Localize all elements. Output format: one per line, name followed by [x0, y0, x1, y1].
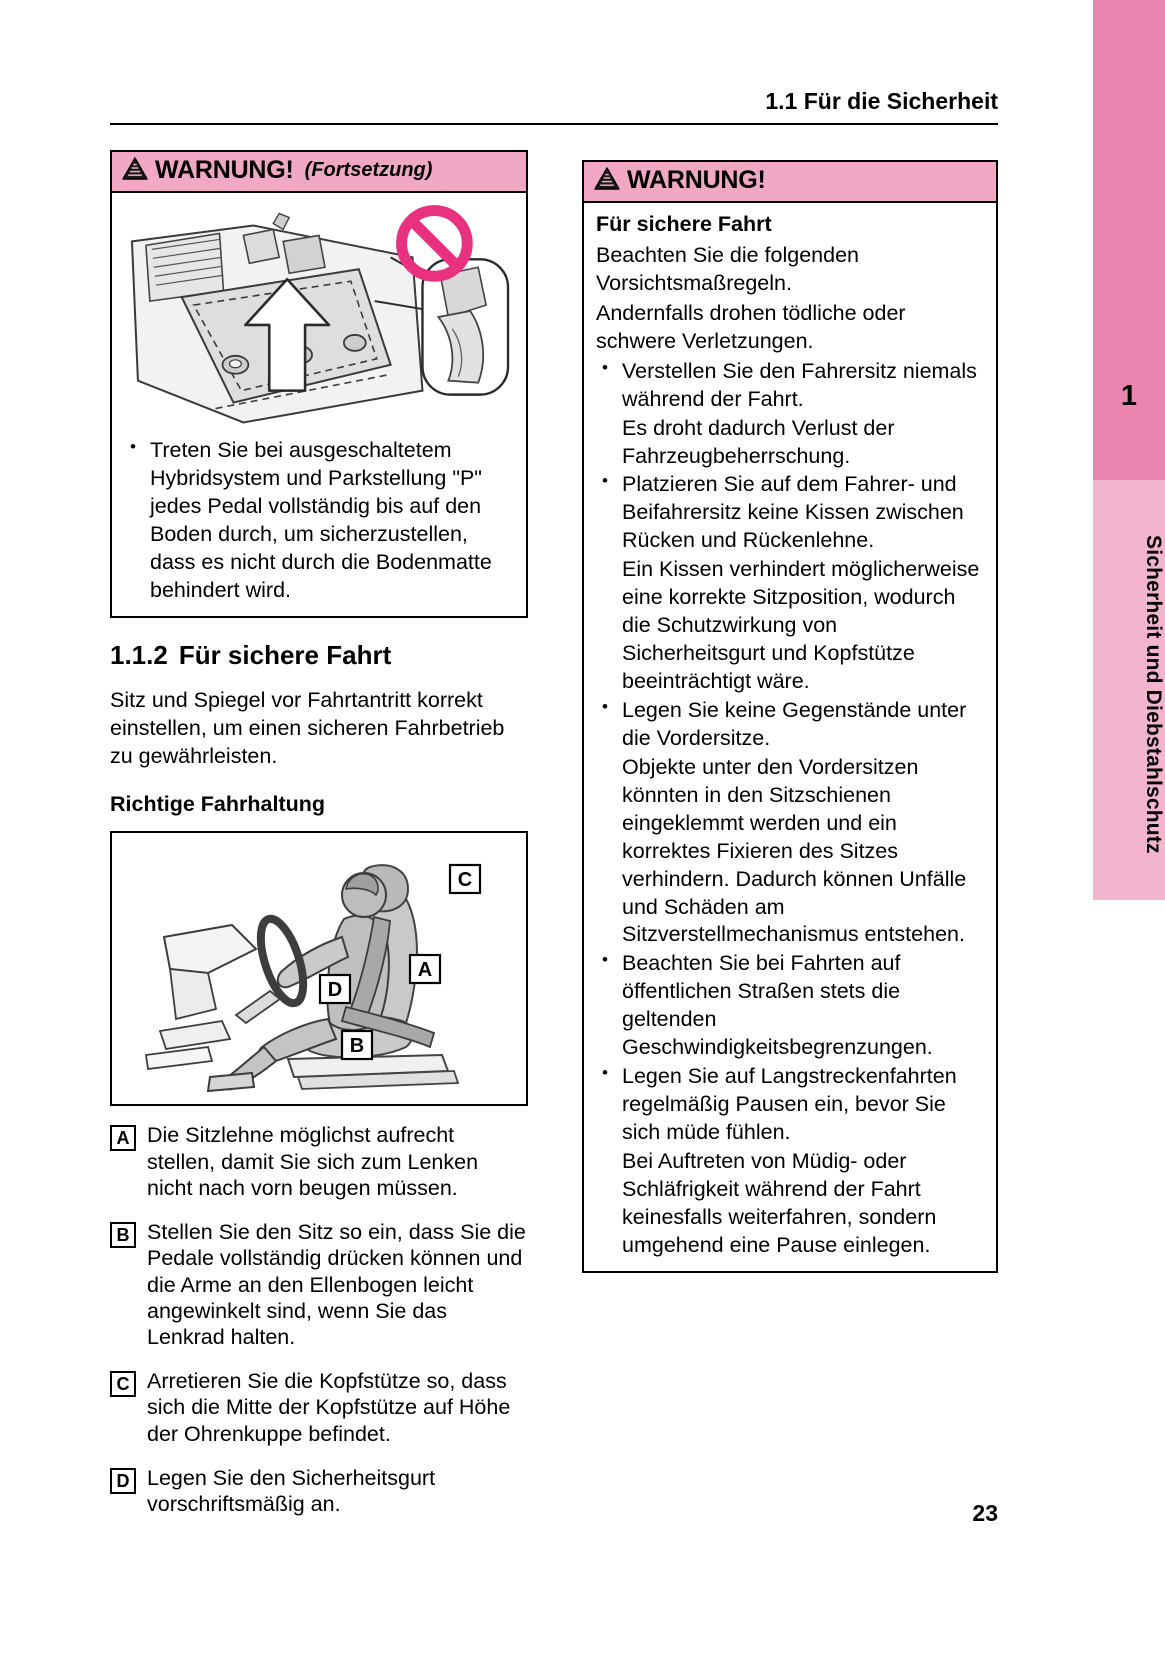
legend-key-b: B: [110, 1222, 136, 1249]
correct-driving-posture-illustration: C A D B: [110, 831, 528, 1107]
legend-row: D Legen Sie den Sicherheitsgurt vorschri…: [110, 1465, 528, 1517]
legend-text-c: Arretieren Sie die Kopfstütze so, dass s…: [147, 1369, 511, 1446]
warning-bullet-note: Objekte unter den Vordersitzen könnten i…: [622, 754, 967, 947]
warning-bullet-item: Verstellen Sie den Fahrersitz niemals wä…: [596, 357, 984, 414]
chapter-thumb-tab: 1 Sicherheit und Diebstahlschutz: [1093, 0, 1165, 1653]
intro-paragraph: Sitz und Spiegel vor Fahrtantritt korrek…: [110, 687, 505, 768]
warning-box-body: Für sichere Fahrt Beachten Sie die folge…: [584, 203, 996, 1271]
warning-box-header: WARNUNG!: [584, 162, 996, 203]
warning-triangle-icon: [122, 156, 148, 185]
warning-lead-paragraph: Beachten Sie die folgenden Vorsichtsmaßr…: [596, 242, 859, 295]
warning-box-header: WARNUNG! (Fortsetzung): [112, 152, 526, 193]
right-column: WARNUNG! Für sichere Fahrt Beachten Sie …: [582, 160, 998, 1273]
warning-box-safe-driving: WARNUNG! Für sichere Fahrt Beachten Sie …: [582, 160, 998, 1273]
warning-title: WARNUNG!: [627, 166, 766, 194]
warning-bullet-item: Platzieren Sie auf dem Fahrer- und Beifa…: [596, 470, 984, 555]
chapter-number: 1: [1120, 380, 1138, 412]
warning-title: WARNUNG!: [155, 156, 294, 184]
callout-d: D: [318, 974, 352, 1005]
section-heading-number: 1.1.2: [110, 639, 168, 670]
warning-continuation-label: (Fortsetzung): [304, 159, 433, 181]
warning-bullet-list: Treten Sie bei ausgeschaltetem Hybridsys…: [124, 436, 514, 605]
callout-c: C: [448, 864, 482, 895]
warning-bullet-item: Beachten Sie bei Fahrten auf öffentliche…: [596, 949, 984, 1062]
left-column: WARNUNG! (Fortsetzung): [110, 150, 528, 1535]
legend-key-c: C: [110, 1371, 136, 1398]
callout-a: A: [408, 954, 442, 985]
legend-text-d: Legen Sie den Sicherheitsgurt vorschrift…: [147, 1465, 436, 1517]
chapter-title: Sicherheit und Diebstahlschutz: [1142, 534, 1165, 854]
floor-mat-pedal-illustration: [124, 201, 514, 437]
warning-box-body: Treten Sie bei ausgeschaltetem Hybridsys…: [112, 193, 526, 616]
warning-bullet-note: Bei Auftreten von Müdig- oder Schläfrigk…: [622, 1148, 937, 1257]
warning-bullet-note: Ein Kissen verhindert möglicherweise ein…: [622, 557, 980, 693]
warning-bullet-item: Legen Sie keine Gegenstände unter die Vo…: [596, 696, 984, 753]
no-entry-icon: [396, 205, 473, 282]
warning-triangle-icon: [594, 166, 620, 195]
legend-key-a: A: [110, 1125, 136, 1152]
page-number: 23: [972, 1500, 998, 1526]
warning-box-continuation: WARNUNG! (Fortsetzung): [110, 150, 528, 618]
chapter-thumb-tab-body: [1093, 480, 1165, 900]
section-heading-title: Für sichere Fahrt: [178, 639, 392, 670]
posture-legend-list: A Die Sitzlehne möglichst aufrecht stell…: [110, 1122, 528, 1517]
warning-bullet-item: Treten Sie bei ausgeschaltetem Hybridsys…: [124, 436, 514, 605]
legend-text-a: Die Sitzlehne möglichst aufrecht stellen…: [147, 1123, 479, 1200]
chapter-thumb-tab-top: [1093, 0, 1165, 480]
section-heading: 1.1.2 Für sichere Fahrt: [110, 640, 528, 671]
header-divider: [110, 123, 998, 125]
subheading-posture: Richtige Fahrhaltung: [110, 792, 325, 817]
svg-text:D: D: [328, 979, 342, 1001]
warning-lead-paragraph: Andernfalls drohen tödliche oder schwere…: [596, 300, 906, 353]
legend-row: C Arretieren Sie die Kopfstütze so, dass…: [110, 1368, 528, 1447]
legend-key-d: D: [110, 1467, 136, 1494]
callout-b: B: [340, 1030, 374, 1061]
svg-text:C: C: [458, 869, 472, 891]
legend-row: B Stellen Sie den Sitz so ein, dass Sie …: [110, 1219, 528, 1350]
warning-bullet-note: Es droht dadurch Verlust der Fahrzeugbeh…: [622, 415, 895, 468]
legend-row: A Die Sitzlehne möglichst aufrecht stell…: [110, 1122, 528, 1201]
legend-text-b: Stellen Sie den Sitz so ein, dass Sie di…: [147, 1220, 526, 1349]
svg-text:A: A: [418, 959, 432, 981]
page-header-section-label: 1.1 Für die Sicherheit: [765, 88, 998, 114]
warning-bullet-item: Legen Sie auf Langstreckenfahrten regelm…: [596, 1062, 984, 1147]
warning-lead-bold: Für sichere Fahrt: [596, 212, 772, 236]
svg-text:B: B: [350, 1035, 364, 1057]
